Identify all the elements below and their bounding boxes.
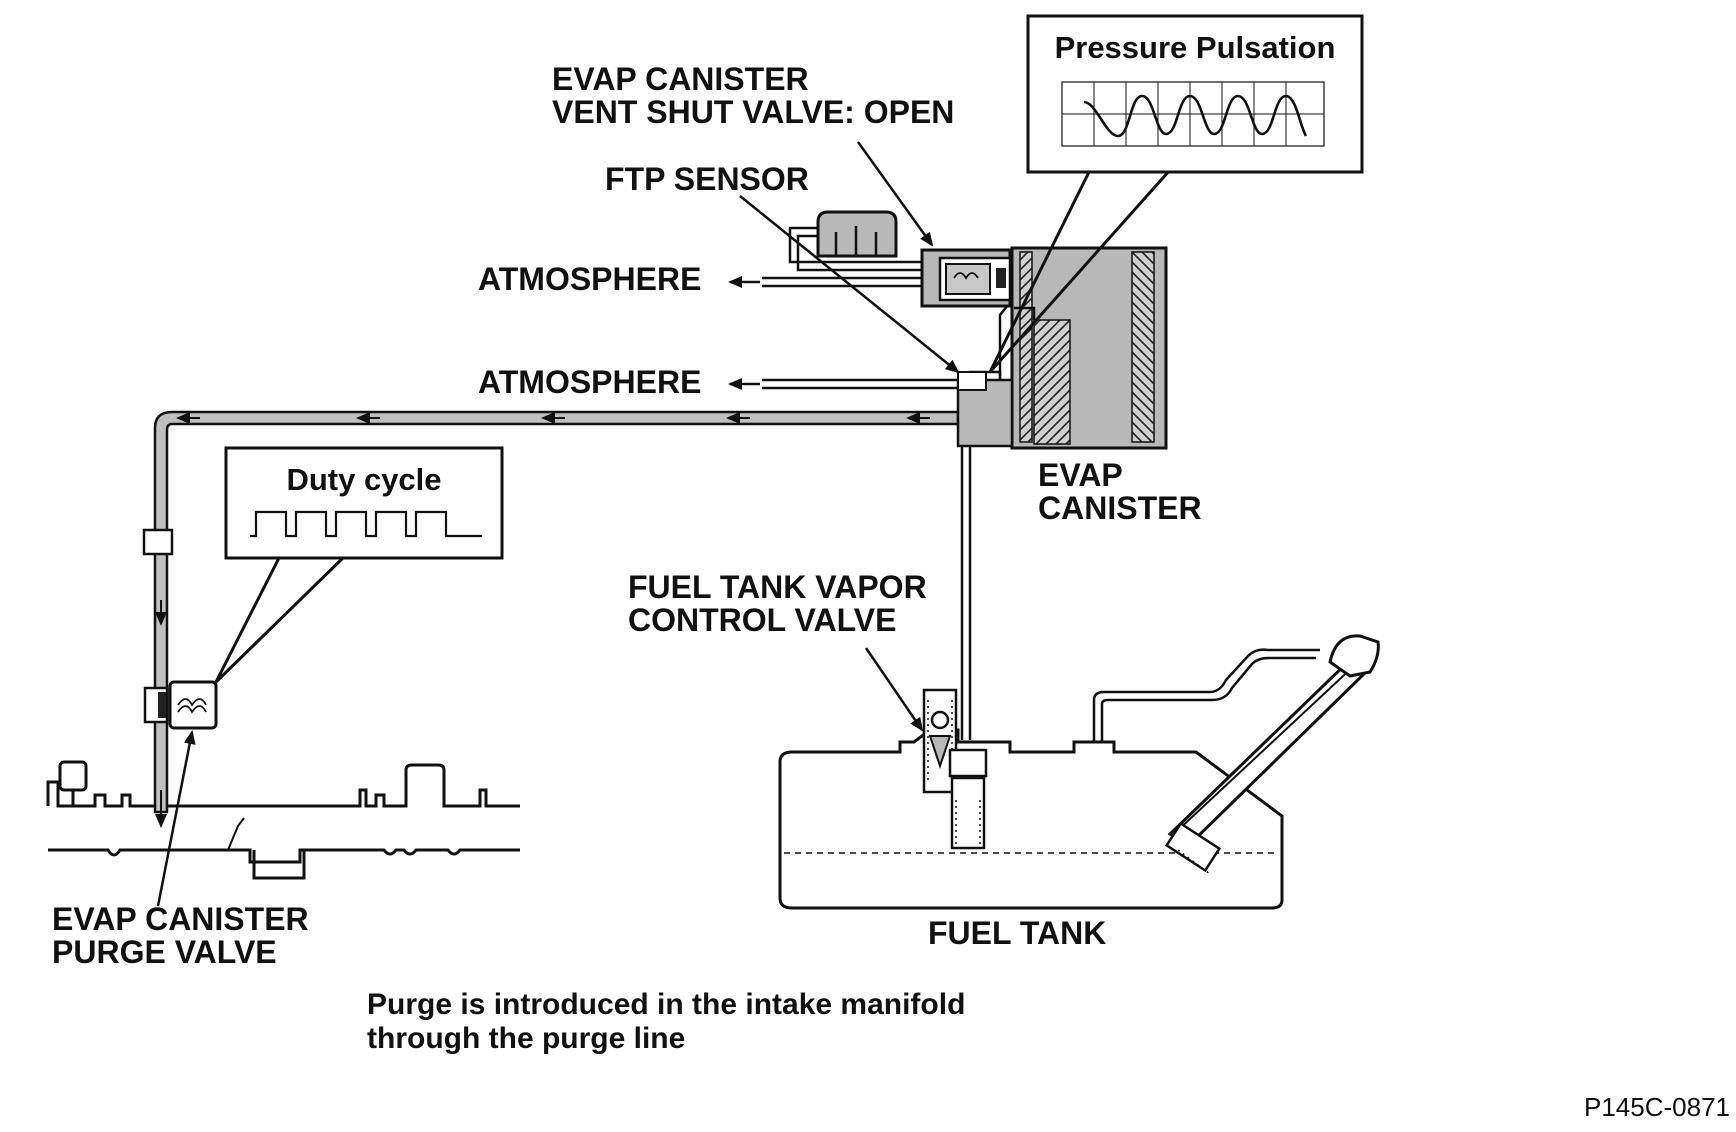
purge-valve-label-line2: PURGE VALVE (52, 934, 277, 970)
duty-cycle-waveform (250, 510, 482, 538)
pressure-pulsation-label: Pressure Pulsation (1055, 30, 1336, 65)
canister-label-line2: CANISTER (1038, 490, 1202, 526)
intake-manifold (46, 760, 520, 880)
caption-line1: Purge is introduced in the intake manifo… (367, 988, 965, 1021)
vent-valve-label-line1: EVAP CANISTER (552, 61, 809, 97)
purge-flow-arrows (155, 412, 930, 828)
canister-label-line1: EVAP (1038, 457, 1123, 493)
duty-cycle-label: Duty cycle (286, 462, 441, 497)
atmosphere-lower-label: ATMOSPHERE (478, 364, 701, 400)
caption: Purge is introduced in the intake manifo… (367, 988, 965, 1055)
pressure-pulsation-callout: Pressure Pulsation (988, 14, 1364, 373)
vapor-line (960, 446, 972, 740)
pressure-pulsation-waveform (1083, 94, 1308, 138)
evap-canister-vent-shut-valve (920, 248, 1012, 308)
duty-cycle-callout: Duty cycle (214, 446, 504, 684)
vapor-valve-label-line1: FUEL TANK VAPOR (628, 569, 927, 605)
atmosphere-vent-lower (728, 378, 958, 390)
component-labels: EVAP CANISTER VENT SHUT VALVE: OPEN FTP … (52, 61, 1202, 970)
ftp-sensor-label: FTP SENSOR (605, 161, 809, 197)
caption-line2: through the purge line (367, 1022, 685, 1055)
evap-canister-purge-valve (143, 680, 218, 730)
evap-canister (956, 246, 1168, 450)
vent-valve-label-line2: VENT SHUT VALVE: OPEN (552, 94, 954, 130)
ftp-sensor (788, 210, 987, 391)
fuel-tank-vapor-control-valve (922, 688, 988, 850)
figure-code: P145C-0871 (1584, 1092, 1730, 1122)
fuel-filler-neck (1092, 634, 1380, 875)
leader-lines (156, 141, 960, 907)
purge-valve-label-line1: EVAP CANISTER (52, 901, 309, 937)
atmosphere-upper-label: ATMOSPHERE (478, 261, 701, 297)
vapor-valve-label-line2: CONTROL VALVE (628, 602, 896, 638)
atmosphere-vent-upper (728, 276, 922, 288)
pressure-pulsation-grid (1061, 81, 1325, 147)
fuel-tank-label: FUEL TANK (928, 915, 1106, 951)
